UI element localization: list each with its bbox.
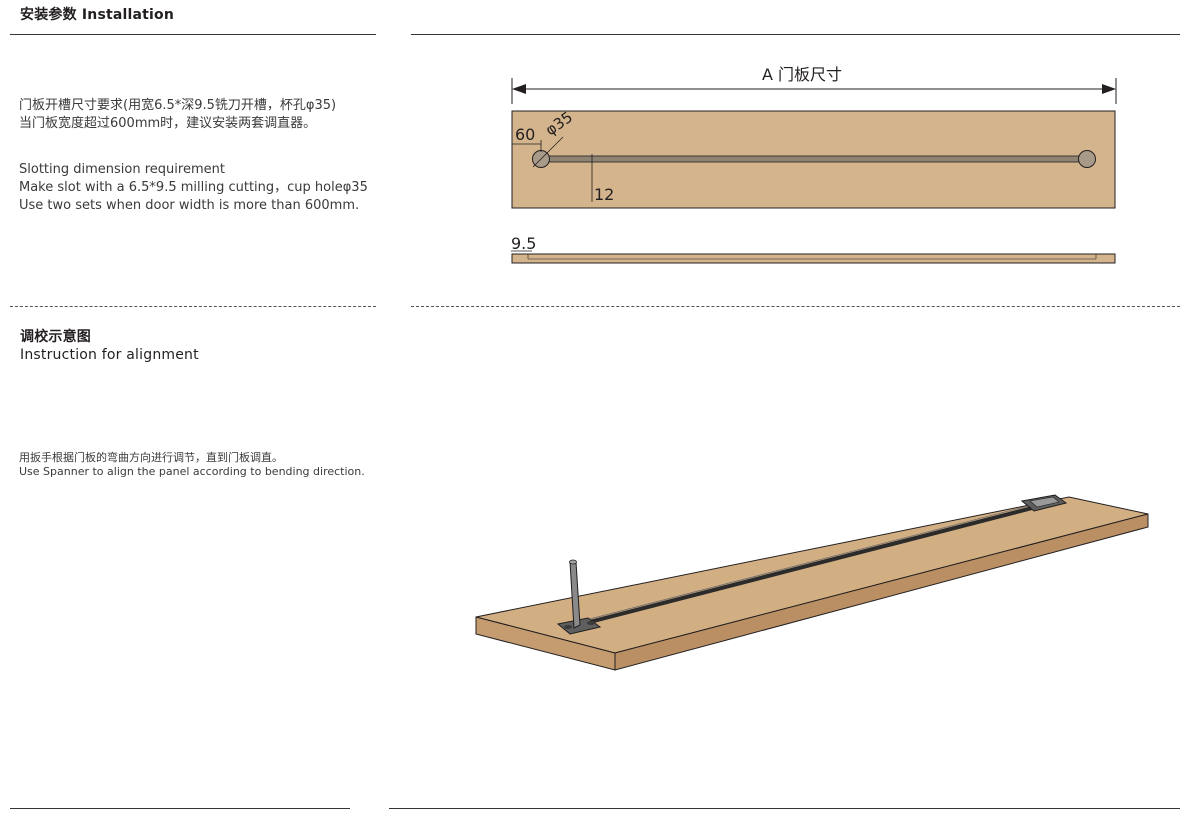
divider-top-right	[411, 34, 1180, 35]
slotting-dimension-drawing: A 门板尺寸 60 φ35 12 9.5	[511, 65, 1117, 264]
dashed-divider-right	[411, 306, 1180, 307]
alignment-instruction-en: Use Spanner to align the panel according…	[19, 465, 365, 478]
divider-bottom-right	[389, 808, 1180, 809]
slot-requirement-en-2: Make slot with a 6.5*9.5 milling cutting…	[19, 180, 368, 195]
dimension-12-label: 12	[594, 185, 614, 204]
divider-bottom-left	[10, 808, 350, 809]
dimension-a-label: A 门板尺寸	[762, 65, 842, 84]
cup-hole-right	[1078, 150, 1096, 168]
slot-requirement-zh-1: 门板开槽尺寸要求(用宽6.5*深9.5铣刀开槽，杯孔φ35)	[19, 98, 337, 113]
milling-slot	[540, 155, 1088, 163]
slot-requirement-zh-2: 当门板宽度超过600mm时，建议安装两套调直器。	[19, 116, 317, 131]
dimension-9-5-label: 9.5	[511, 234, 536, 253]
dimension-60-label: 60	[515, 125, 535, 144]
section-title-alignment-zh: 调校示意图	[20, 329, 91, 345]
alignment-illustration	[475, 494, 1149, 671]
section-title-installation: 安装参数 Installation	[20, 7, 175, 23]
slot-requirement-en-3: Use two sets when door width is more tha…	[19, 198, 360, 213]
divider-top-left	[10, 34, 376, 35]
alignment-instruction-zh: 用扳手根据门板的弯曲方向进行调节，直到门板调直。	[19, 451, 283, 464]
panel-side-face	[614, 513, 1149, 671]
dashed-divider-left	[10, 306, 376, 307]
straightener-rod	[577, 505, 1037, 627]
slot-requirement-en-1: Slotting dimension requirement	[19, 162, 225, 177]
door-panel-side-view	[511, 253, 1116, 264]
section-title-alignment-en: Instruction for alignment	[20, 347, 199, 363]
